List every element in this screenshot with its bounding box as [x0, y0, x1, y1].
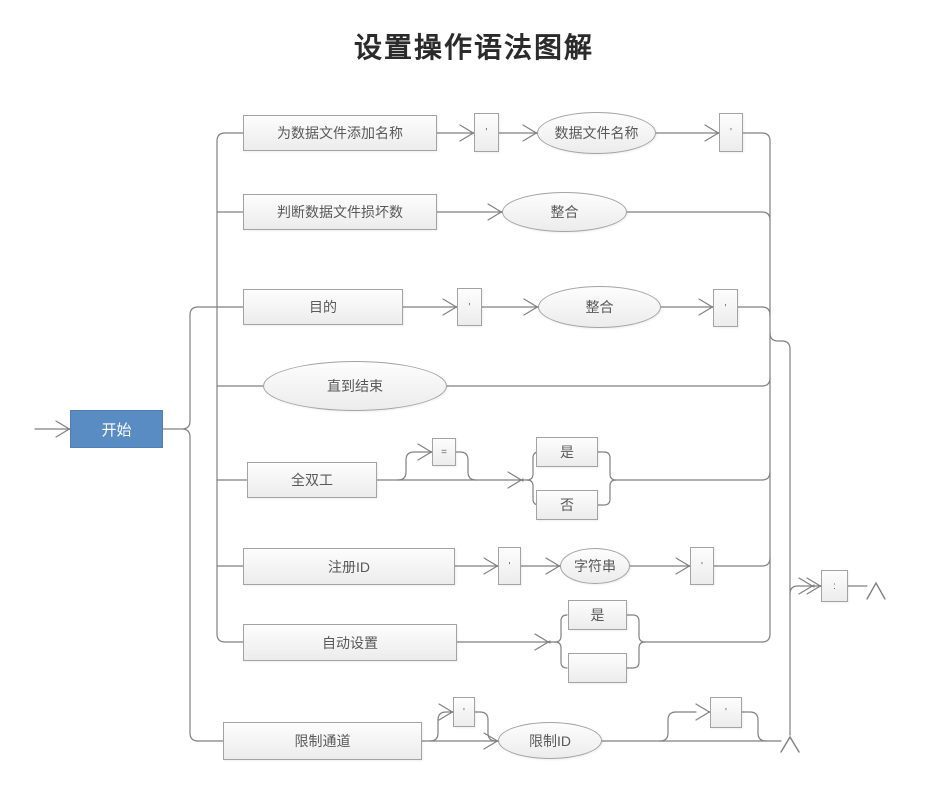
option-yes-row7: 是: [568, 600, 627, 630]
node-purpose: 目的: [243, 289, 403, 325]
quote-close-row3: ': [713, 289, 738, 327]
page-title: 设置操作语法图解: [353, 32, 594, 63]
node-auto-setup: 自动设置: [243, 624, 457, 661]
node-limit-id: 限制ID: [498, 722, 602, 759]
option-no-row5: 否: [536, 490, 598, 520]
node-check-data-file-corruption: 判断数据文件损坏数: [243, 194, 437, 230]
node-string: 字符串: [560, 548, 630, 584]
node-integrate: 整合: [502, 192, 627, 232]
quote-open-row6: ': [498, 547, 521, 585]
equals-box: =: [432, 438, 456, 466]
option-yes-row5: 是: [536, 437, 598, 467]
node-add-data-file-name: 为数据文件添加名称: [243, 115, 437, 151]
quote-open-row3: ': [457, 288, 482, 326]
end-arrow-up-icon: [866, 581, 886, 600]
node-data-file-name: 数据文件名称: [537, 112, 656, 154]
quote-close-row6: ': [690, 547, 714, 585]
node-until-end: 直到结束: [263, 361, 447, 411]
node-limit-channel: 限制通道: [223, 722, 422, 760]
colon-terminal-box: :: [821, 570, 848, 602]
option-empty-row7: [568, 653, 627, 683]
quote-close-row8: ': [710, 697, 742, 728]
node-full-duplex: 全双工: [247, 462, 377, 498]
quote-open-row8: ': [453, 697, 475, 727]
quote-open-row1: ': [474, 113, 499, 152]
flow-arrowheads: [55, 124, 823, 750]
node-register-id: 注册ID: [243, 548, 455, 585]
node-integrate-2: 整合: [538, 286, 661, 328]
merge-arrow-up-icon: [780, 735, 800, 753]
quote-close-row1: ': [719, 113, 743, 152]
start-node: 开始: [70, 410, 163, 448]
